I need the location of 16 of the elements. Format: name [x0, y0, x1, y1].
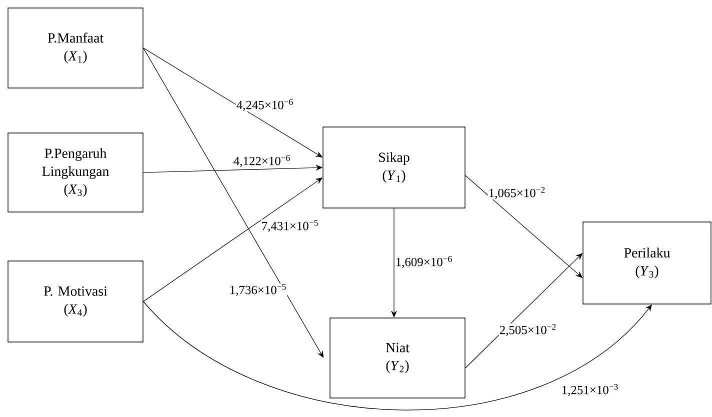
edge-label: 1,251×10$^{−3}$ — [560, 384, 620, 397]
variable-box: Sikap (Y$_{1}$) — [322, 126, 466, 208]
edge-label: 1,065×10$^{−2}$ — [488, 186, 546, 200]
variable-box: Niat (Y$_{2}$) — [330, 318, 466, 398]
edge-label: 4,245×10$^{−6}$ — [236, 98, 294, 112]
variable-box: P.Manfaat (X$_{1}$) — [8, 8, 144, 88]
arrow — [143, 48, 324, 358]
edge-label: 2,505×10$^{−2}$ — [498, 324, 558, 337]
edge-label: 1,736×10$^{−5}$ — [228, 284, 288, 296]
variable-box: P. Motivasi (X$_{4}$) — [8, 260, 144, 342]
edge-label: 4,122×10$^{−6}$ — [232, 154, 292, 168]
arrow — [143, 301, 652, 410]
variable-box: Perilaku (Y$_{3}$) — [582, 222, 712, 304]
variable-box: P.Pengaruh Lingkungan (X$_{3}$) — [8, 132, 144, 212]
edge-label: 1,609×10$^{−6}$ — [394, 256, 454, 269]
edge-label: 7,431×10$^{−5}$ — [260, 220, 320, 232]
